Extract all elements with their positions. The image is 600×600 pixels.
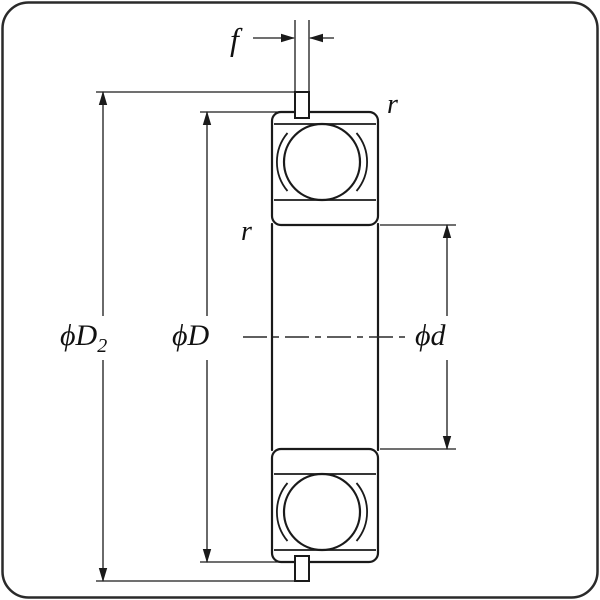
ball-bottom [282,472,362,552]
cage-arc-left-top [276,132,289,192]
cage-arc-right-bottom [355,482,368,542]
dimension-phi-D: ϕD [172,111,290,563]
snap-ring-tab-top [294,91,310,119]
dimension-phi-d: ϕd [380,224,456,450]
phi-D2-label: ϕD2 [60,319,107,357]
dimension-f: f [230,20,334,92]
snap-ring-tab-bottom [294,555,310,582]
r-label-top: r [387,89,398,120]
cage-arc-right-top [355,132,368,192]
ball-top [282,122,362,202]
r-label-side: r [241,216,252,247]
phi-d-label: ϕd [415,319,447,352]
phi-D-label: ϕD [172,319,210,352]
cage-arc-left-bottom [276,482,289,542]
f-label: f [230,21,243,57]
phi-D2-label-subscript: 2 [97,335,107,357]
upper-ring-section [270,110,380,227]
lower-ring-section [270,447,380,564]
dimension-phi-D2: ϕD2 [60,91,295,582]
phi-D2-label-main: ϕD [60,319,98,352]
bearing-cross-section [270,91,380,582]
